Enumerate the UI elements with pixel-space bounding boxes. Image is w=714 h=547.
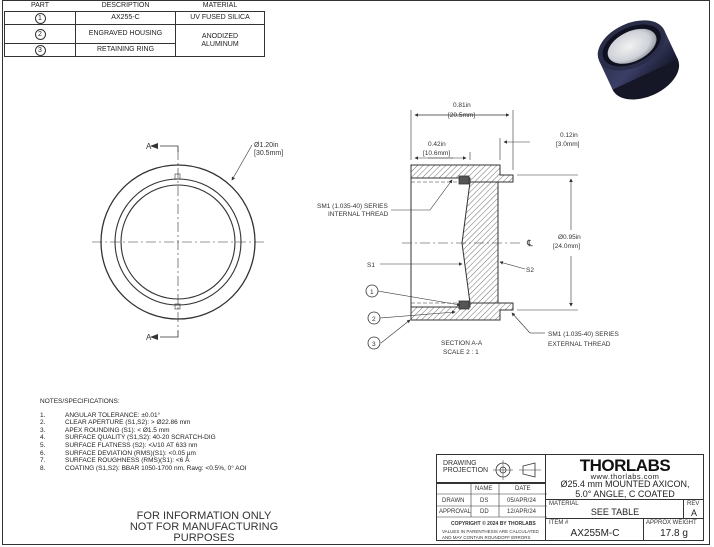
rev-box: REV A [684, 500, 704, 519]
callout-2: 2 [372, 316, 376, 323]
surface-s1-label: S1 [367, 262, 375, 269]
section-view [365, 110, 578, 350]
list-item: 2.CLEAR APERTURE (S1,S2): > Ø22.86 mm [40, 419, 191, 427]
part-number-2: 2 [34, 28, 46, 40]
information-disclaimer: FOR INFORMATION ONLY NOT FOR MANUFACTURI… [129, 510, 279, 544]
front-dim-mm: [30.5mm] [254, 150, 283, 157]
list-item: 6.SURFACE DEVIATION (RMS)(S1): <0.05 µm [40, 449, 196, 457]
section-marker-bottom: A [146, 333, 152, 342]
weight-value: 17.8 g [660, 528, 688, 539]
callout-1: 1 [370, 289, 374, 296]
projection-box: DRAWING PROJECTION [436, 454, 546, 483]
item-label: ITEM # [549, 520, 569, 526]
drawn-name: DS [480, 498, 489, 504]
dim-overall-mm: [20.5mm] [448, 112, 475, 119]
approval-date: 12/APR/24 [507, 509, 537, 515]
dim-left-in: 0.42in [428, 141, 446, 148]
notes-specifications: NOTES/SPECIFICATIONS: 1.ANGULAR TOLERANC… [40, 398, 247, 472]
approval-box: NAME DATE DRAWN DS 05/APR/24 APPROVAL DD… [436, 483, 547, 541]
drawing-projection-label: DRAWING PROJECTION [443, 460, 489, 474]
table-row: 3 RETAINING RING [4, 43, 265, 57]
item-number: AX255M-C [570, 528, 620, 539]
company-url: www.thorlabs.com [590, 472, 660, 481]
callout-3: 3 [372, 341, 376, 348]
part-description-3: RETAINING RING [75, 43, 176, 57]
disclaimer-line-1: VALUES IN PARENTHESIS ARE CALCULATED [442, 529, 539, 534]
title-block: DRAWING PROJECTION NAME DATE DRAWN DS 05… [436, 454, 704, 541]
drawn-date: 05/APR/24 [507, 498, 537, 504]
material-value: SEE TABLE [590, 507, 640, 517]
external-thread-label-2: EXTERNAL THREAD [548, 341, 611, 348]
part-number-3: 3 [34, 44, 46, 56]
material-box: MATERIAL SEE TABLE [546, 500, 684, 519]
list-item: 5.SURFACE FLATNESS (S2): <λ/10 AT 633 nm [40, 441, 198, 449]
front-dim-in: Ø1.20in [254, 142, 279, 149]
list-item: 7.SURFACE ROUGHNESS (RMS)(S1): <6 Å [40, 457, 190, 465]
approval-label: APPROVAL [439, 509, 471, 515]
notes-title: NOTES/SPECIFICATIONS: [40, 398, 120, 405]
dim-right-mm: [3.0mm] [556, 141, 580, 148]
dim-overall-in: 0.81in [453, 102, 471, 109]
dim-dia-mm: [24.0mm] [553, 243, 580, 250]
list-item: 4.SURFACE QUALITY (S1,S2): 40-20 SCRATCH… [40, 434, 216, 442]
list-item: 8.COATING (S1,S2): BBAR 1050-1700 nm, Ra… [40, 464, 247, 472]
logo-title-box [546, 454, 704, 500]
internal-thread-label-2: INTERNAL THREAD [328, 211, 389, 218]
parts-table: PART DESCRIPTION MATERIAL 1 AX255-C UV F… [4, 0, 265, 57]
rev-value: A [690, 508, 697, 518]
table-row: 2 ENGRAVED HOUSING ANODIZED ALUMINUM [4, 24, 265, 57]
centerline-symbol: ℄ [526, 238, 533, 248]
part-material-2: ANODIZED ALUMINUM [175, 24, 265, 57]
copyright: COPYRIGHT © 2024 BY THORLABS [451, 521, 536, 527]
part-title: Ø25.4 mm MOUNTED AXICON, 5.0° ANGLE, C C… [560, 479, 690, 499]
item-box: ITEM # AX255M-C [546, 519, 644, 541]
drawn-label: DRAWN [442, 498, 465, 504]
date-header: DATE [515, 486, 531, 492]
weight-label: APPROX WEIGHT [646, 520, 697, 526]
section-marker-top: A [146, 142, 152, 151]
name-header: NAME [475, 486, 493, 492]
part-number-1: 1 [34, 12, 46, 24]
dim-dia-in: Ø0.95in [558, 234, 581, 241]
weight-box: APPROX WEIGHT 17.8 g [644, 519, 704, 541]
approval-name: DD [480, 509, 489, 515]
section-scale: SCALE 2 : 1 [443, 349, 479, 356]
external-thread-label-1: SM1 (1.035-40) SERIES [548, 331, 619, 338]
product-photo [597, 20, 680, 100]
internal-thread-label-1: SM1 (1.035-40) SERIES [317, 203, 388, 210]
dim-left-mm: [10.6mm] [423, 150, 450, 157]
list-item: 3.APEX ROUNDING (S1): < Ø1.5 mm [40, 426, 170, 434]
thorlabs-logo: THORLABS [579, 456, 671, 475]
surface-s2-label: S2 [526, 267, 534, 274]
dim-right-in: 0.12in [560, 132, 578, 139]
rev-label: REV [687, 501, 700, 507]
material-label: MATERIAL [549, 501, 579, 507]
disclaimer-line-2: AND MAY CONTAIN ROUNDOFF ERRORS [442, 535, 531, 540]
section-title: SECTION A-A [441, 340, 483, 347]
projection-icon [493, 460, 541, 480]
list-item: 1.ANGULAR TOLERANCE: ±0.01° [40, 411, 161, 419]
front-view [92, 143, 264, 340]
